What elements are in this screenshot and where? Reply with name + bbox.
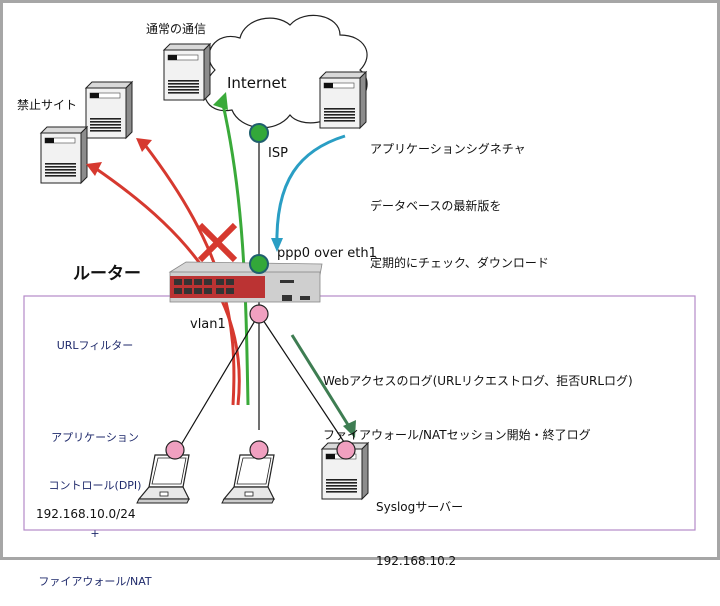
syslog-node [336,440,356,460]
normal-traffic-label: 通常の通信 [146,22,207,36]
signature-update-arrow [275,134,346,249]
network-diagram [23,14,696,531]
log-note: Webアクセスのログ(URLリクエストログ、拒否URLログ) ファイアウォール/… [323,374,633,442]
vlan1-node [249,304,269,324]
signature-note: アプリケーションシグネチャ データベースの最新版を 定期的にチェック、ダウンロー… [370,142,549,270]
url-filter-label: URLフィルター [56,339,134,352]
update-arrowhead-icon [271,238,283,252]
lan-segment-box [23,295,696,531]
signature-server-icon [319,71,367,129]
blocked-arrowhead-icon-1 [136,138,152,152]
router-functions: URLフィルター アプリケーション コントロール(DPI) + ファイアウォール… [30,306,160,606]
forbidden-server-icon-1 [85,81,133,139]
allowed-traffic-arrow [220,99,250,406]
ppp0-label: ppp0 over eth1 [277,246,377,261]
pc1-node [165,440,185,460]
router-device [168,261,323,303]
pc2-node [249,440,269,460]
lan-line-pc1 [174,313,260,456]
log-arrow [290,334,352,429]
ppp0-node [249,254,269,274]
lan-line-syslog [258,313,347,446]
isp-node [249,123,269,143]
forbidden-server-icon-2 [40,126,88,184]
blocked-arrowhead-icon-2 [86,162,102,176]
syslog-server-label: Syslogサーバー 192.168.10.2 [376,500,464,568]
laptop-icon-2 [221,454,275,504]
log-arrowhead-icon [343,420,356,438]
lan-subnet-label: 192.168.10.0/24 [36,507,136,521]
isp-label: ISP [268,146,288,161]
internet-label: Internet [227,74,287,92]
vlan1-label: vlan1 [190,317,226,332]
normal-server-icon [163,43,211,101]
forbidden-site-label: 禁止サイト [17,98,78,112]
allowed-arrowhead-icon [213,92,228,110]
router-title: ルーター [73,264,141,284]
